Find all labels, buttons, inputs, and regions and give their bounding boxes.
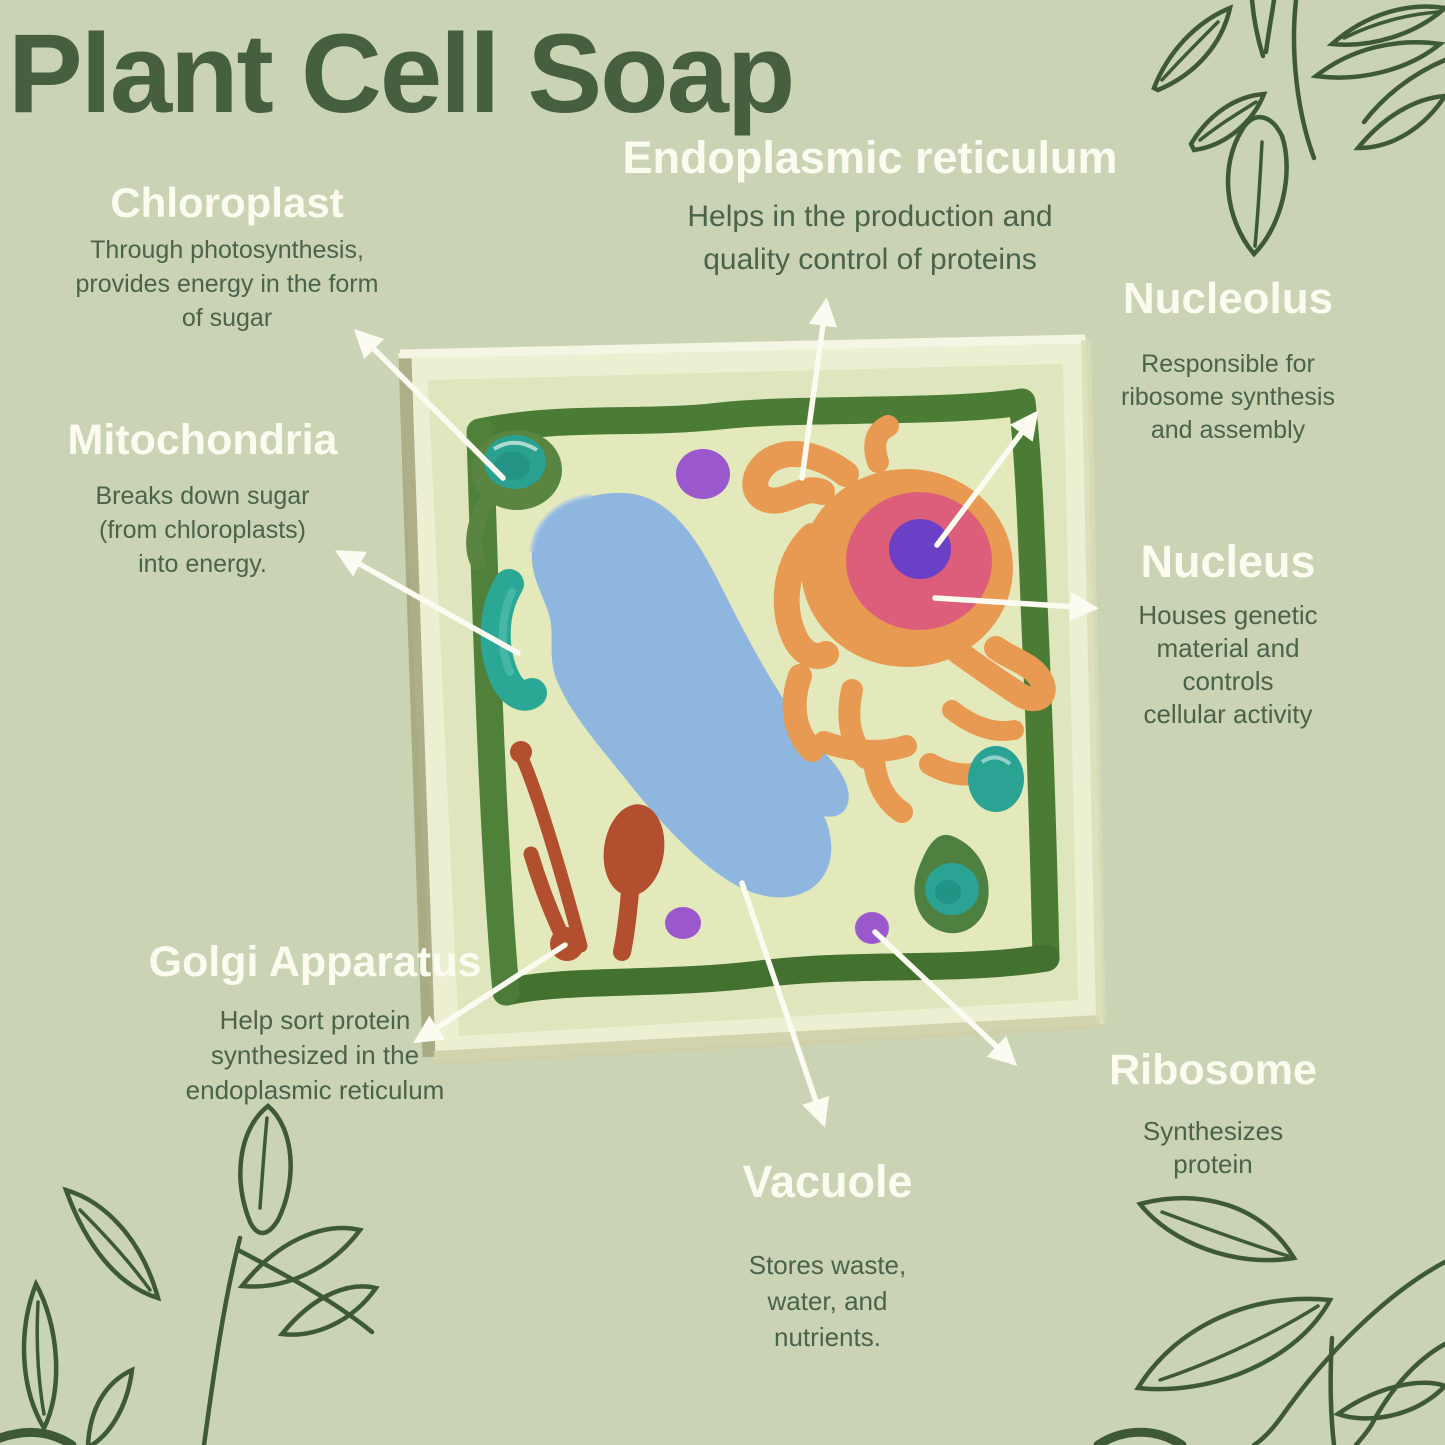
nucleolus-shape — [889, 519, 951, 579]
chloroplast-heading: Chloroplast — [110, 179, 344, 226]
nucleus-arrow — [932, 592, 1099, 621]
vacuole-heading: Vacuole — [742, 1156, 913, 1207]
annotation-arrows — [335, 297, 1099, 1128]
chloroplast-teardrop-shape — [914, 834, 989, 934]
label-chloroplast: Chloroplast Through photosynthesis,provi… — [57, 179, 397, 335]
ribosome-arrow — [872, 929, 1018, 1066]
mitochondria-description: Breaks down sugar(from chloroplasts)into… — [95, 482, 310, 579]
chloroplast-description: Through photosynthesis,provides energy i… — [75, 236, 379, 333]
golgi-apparatus-heading: Golgi Apparatus — [148, 938, 482, 986]
mitochondria-heading: Mitochondria — [67, 416, 338, 464]
label-endoplasmic-reticulum: Endoplasmic reticulum Helps in the produ… — [590, 134, 1150, 281]
mitochondria-shape — [480, 569, 547, 711]
nucleolus-arrow — [934, 410, 1039, 548]
chloroplast-oval-shape — [968, 746, 1024, 812]
er-arrow — [799, 297, 838, 481]
leaf-decoration-bottom-left — [0, 1103, 380, 1445]
golgi-arrow — [413, 942, 568, 1044]
vacuole-shape — [531, 492, 849, 898]
plant-cell-soap-photo — [335, 297, 1106, 1128]
ribosome-dot — [665, 907, 701, 939]
nucleus-heading: Nucleus — [1140, 536, 1316, 587]
mitochondria-arrow — [335, 550, 521, 656]
page-title: Plant Cell Soap — [8, 11, 795, 136]
chloroplast-arrow — [353, 328, 506, 481]
leaf-decoration-top-right — [1151, 0, 1445, 258]
label-mitochondria: Mitochondria Breaks down sugar(from chlo… — [35, 416, 370, 581]
leaf-decoration-bottom-right — [1093, 1195, 1445, 1445]
nucleolus-heading: Nucleolus — [1122, 274, 1334, 323]
vacuole-arrow — [739, 880, 830, 1128]
ribosome-heading: Ribosome — [1109, 1046, 1317, 1094]
ribosome-dot — [676, 449, 730, 499]
endoplasmic-reticulum-heading: Endoplasmic reticulum — [622, 132, 1118, 183]
